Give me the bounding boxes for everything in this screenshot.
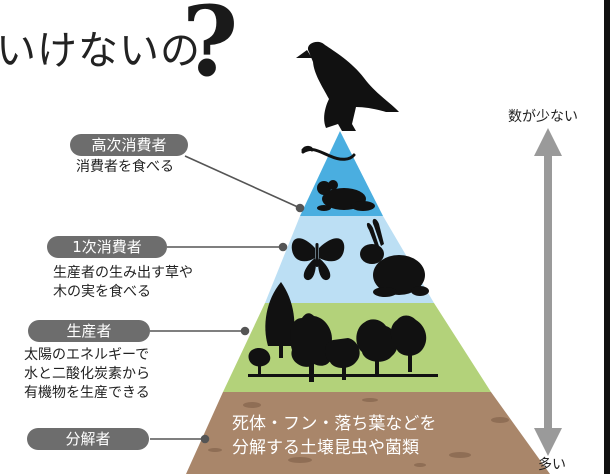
page-title: いけないの xyxy=(0,28,201,74)
level-description-decomposer: 死体・フン・落ち葉などを 分解する土壌昆虫や菌類 xyxy=(232,414,437,458)
scale-label-many: 多い xyxy=(538,457,566,473)
level-description-top-consumer: 消費者を食べる xyxy=(76,159,174,175)
level-label-primary-consumer: 1次消費者 xyxy=(47,236,167,258)
frog-icon xyxy=(317,180,375,211)
butterfly-icon xyxy=(291,238,345,281)
level-description-primary-consumer: 生産者の生み出す草や 木の実を食べる xyxy=(53,265,193,300)
level-label-producer: 生産者 xyxy=(28,320,150,342)
level-label-top-consumer: 高次消費者 xyxy=(70,134,188,156)
eagle-icon xyxy=(296,41,399,131)
level-label-decomposer: 分解者 xyxy=(27,428,149,450)
leader-dot-decomposer xyxy=(200,434,210,444)
snake-icon xyxy=(301,145,356,161)
leader-dot-top xyxy=(295,203,305,213)
level-description-producer: 太陽のエネルギーで 水と二酸化炭素から 有機物を生産できる xyxy=(24,347,150,401)
tree-icon xyxy=(248,282,438,382)
soil-texture xyxy=(208,398,509,467)
scale-arrow xyxy=(534,128,562,456)
leader-dot-primary xyxy=(278,242,288,252)
leader-dot-producer xyxy=(240,326,250,336)
question-mark: ? xyxy=(182,0,239,98)
rabbit-icon xyxy=(360,218,429,297)
scale-label-few: 数が少ない xyxy=(508,109,578,125)
leader-line-top xyxy=(184,155,301,209)
right-edge-bar xyxy=(604,0,610,474)
